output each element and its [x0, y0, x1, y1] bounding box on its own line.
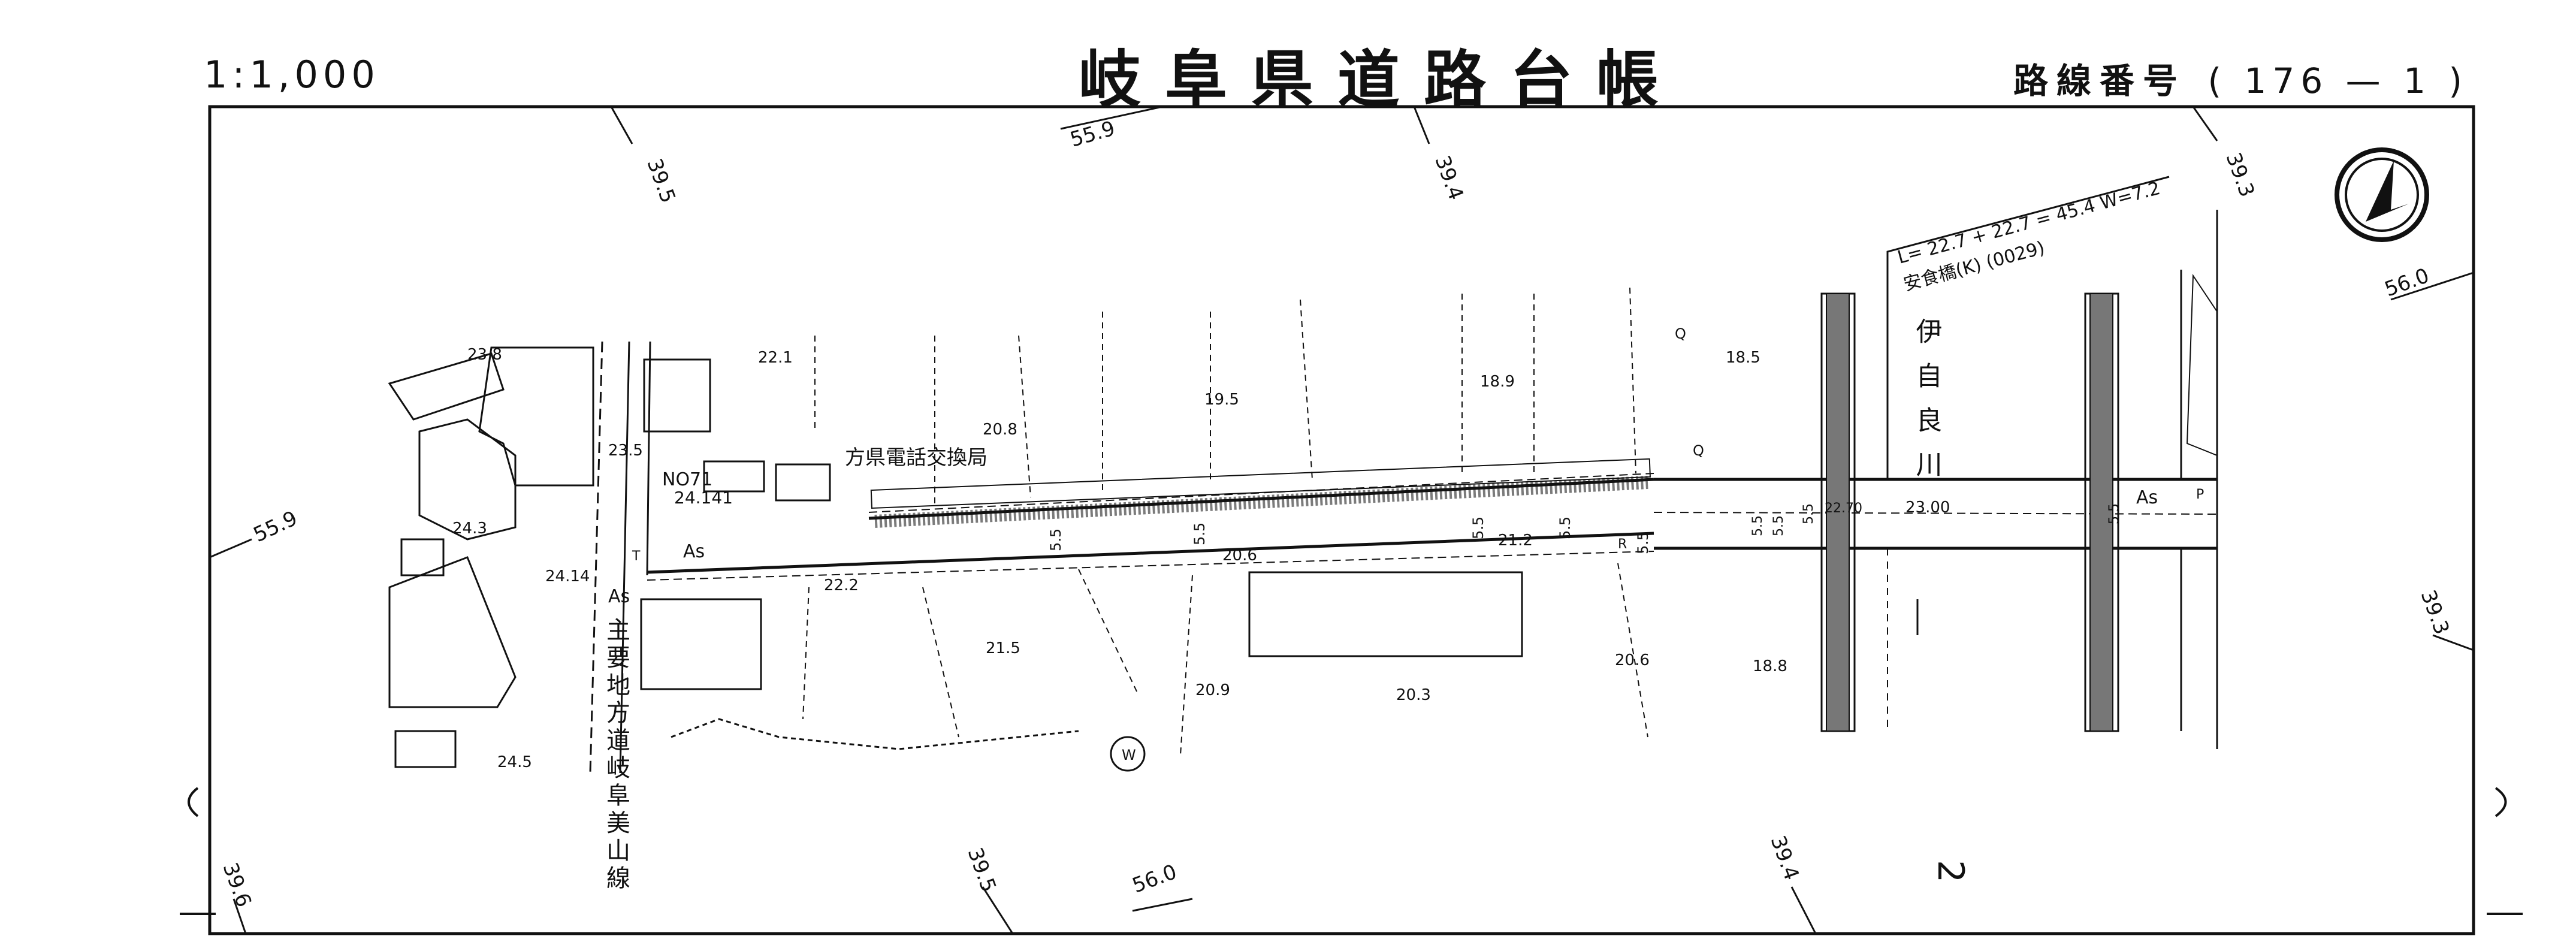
elevation-13: 20.6 — [1222, 547, 1257, 564]
elevation-6: 18.5 — [1726, 349, 1760, 367]
road-name: 主要地方道岐阜美山線 — [602, 617, 630, 893]
road-outline — [647, 458, 2218, 581]
elevation-1: 23.8 — [467, 346, 502, 364]
mark-q-1: Q — [1675, 325, 1686, 342]
elevation-7: 23.5 — [608, 442, 643, 460]
north-arrow-icon — [2335, 147, 2429, 242]
width-label-2: 5.5 — [1191, 523, 1208, 545]
sheet-number: 2 — [1929, 860, 1971, 883]
elevation-2: 22.1 — [758, 349, 793, 367]
contour-lines — [209, 105, 2474, 934]
elevation-3: 20.8 — [983, 421, 1017, 439]
elevation-4: 19.5 — [1204, 391, 1239, 409]
width-label-1: 5.5 — [1047, 529, 1064, 551]
contour-label-4: 39.3 — [2221, 149, 2259, 200]
well-symbol — [1110, 736, 1146, 772]
width-label-9: 5.5 — [2107, 503, 2122, 524]
elevation-12: 21.5 — [986, 639, 1020, 657]
elevation-14: 20.9 — [1195, 681, 1230, 699]
contour-label-5: 56.0 — [2381, 264, 2432, 301]
river-name: 伊自良川 — [1911, 318, 1943, 495]
elevation-5: 18.9 — [1480, 373, 1515, 391]
route-number-value: ( 176 — 1 ) — [2207, 61, 2469, 101]
map-frame — [208, 105, 2475, 935]
fence-line — [671, 718, 1079, 750]
width-label-5: 5.5 — [1635, 532, 1651, 554]
elevation-18: 24.5 — [497, 753, 532, 771]
contour-label-11: 39.4 — [1766, 832, 1804, 883]
right-bracket — [2495, 787, 2507, 817]
sidewalk-hatch — [874, 476, 1648, 528]
contour-label-6: 55.9 — [250, 506, 301, 547]
width-label-4: 5.5 — [1557, 517, 1574, 539]
mark-w: W — [1122, 747, 1136, 763]
benchmark-label: NO71 — [662, 469, 712, 490]
surface-label-1: As — [683, 541, 705, 562]
elevation-17: 18.8 — [1753, 657, 1787, 675]
mark-t: T — [632, 549, 641, 564]
elevation-10: 24.14 — [545, 567, 590, 585]
surface-label-3: As — [2136, 487, 2158, 508]
mark-q-2: Q — [1693, 442, 1704, 459]
width-label-8: 5.5 — [1801, 503, 1816, 524]
contour-label-9: 39.5 — [963, 844, 1001, 895]
contour-label-2: 55.9 — [1067, 116, 1118, 152]
elevation-15: 20.3 — [1396, 686, 1431, 704]
elevation-20: 23.00 — [1905, 499, 1950, 517]
facility-name: 方県電話交換局 — [845, 446, 987, 470]
map-scale: 1:1,000 — [204, 53, 380, 96]
mark-r-1: R — [1618, 537, 1627, 552]
width-label-3: 5.5 — [1470, 517, 1487, 539]
route-number: 路線番号 ( 176 — 1 ) — [2013, 53, 2468, 103]
route-number-label: 路線番号 — [2013, 61, 2187, 101]
width-label-7: 5.5 — [1771, 515, 1786, 536]
left-bracket — [188, 787, 199, 817]
buildings — [388, 346, 1523, 768]
elevation-9: 24.3 — [452, 520, 487, 538]
elevation-8: 24.141 — [674, 488, 733, 508]
bridge — [1820, 210, 2218, 749]
cross-road — [589, 341, 651, 774]
surface-label-2: As — [608, 586, 630, 607]
contour-label-7: 39.3 — [2416, 587, 2454, 638]
contour-label-3: 39.4 — [1430, 152, 1468, 203]
contour-label-8: 39.6 — [218, 859, 256, 910]
contour-label-1: 39.5 — [642, 155, 680, 206]
elevation-21: 21.2 — [1498, 532, 1533, 550]
parcel-lines — [802, 287, 1648, 756]
elevation-16: 20.6 — [1615, 651, 1650, 669]
map-title: 岐阜県道路台帳 — [1079, 43, 1683, 116]
width-label-6: 5.5 — [1750, 515, 1765, 536]
mark-p: P — [2196, 487, 2204, 502]
elevation-11: 22.2 — [824, 576, 859, 594]
contour-label-10: 56.0 — [1129, 860, 1180, 898]
elevation-19: 22.70 — [1825, 501, 1862, 516]
bridge-leader-line — [1886, 176, 2170, 264]
